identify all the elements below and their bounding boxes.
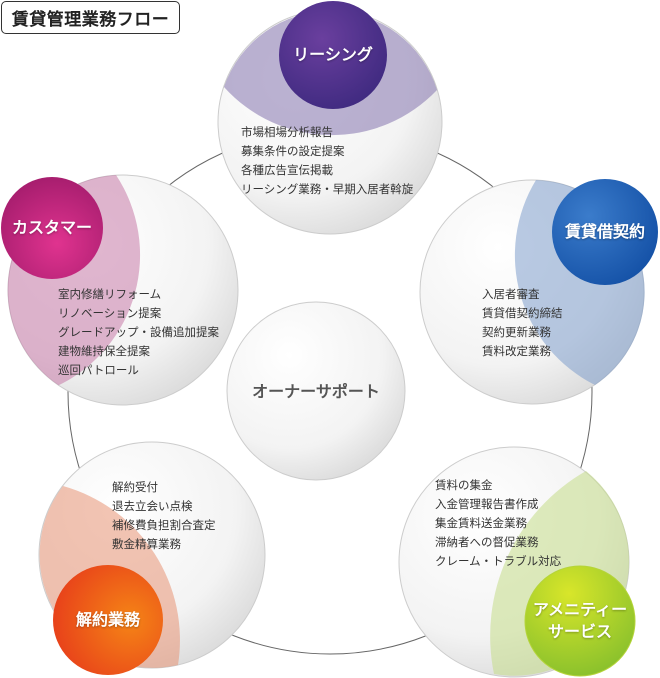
leasing-items: 市場相場分析報告 募集条件の設定提案 各種広告宣伝掲載 リーシング業務・早期入居… bbox=[241, 123, 413, 199]
contract-badge: 賃貸借契約 bbox=[564, 222, 645, 241]
center-circle bbox=[226, 301, 406, 481]
termination-circle bbox=[38, 441, 266, 675]
amenity-label-line2: サービス bbox=[547, 622, 612, 641]
list-item: リノベーション提案 bbox=[58, 306, 162, 320]
list-item: 集金賃料送金業務 bbox=[435, 516, 527, 530]
list-item: 募集条件の設定提案 bbox=[241, 144, 345, 158]
list-item: リーシング業務・早期入居者斡旋 bbox=[241, 182, 414, 196]
contract-circle bbox=[419, 179, 658, 405]
center-label: オーナーサポート bbox=[252, 382, 380, 401]
list-item: 退去立会い点検 bbox=[112, 499, 193, 513]
list-item: 賃料改定業務 bbox=[482, 344, 551, 358]
list-item: 巡回パトロール bbox=[58, 363, 139, 377]
customer-circle bbox=[1, 174, 239, 406]
list-item: 賃料の集金 bbox=[435, 478, 493, 492]
termination-badge: 解約業務 bbox=[75, 610, 140, 629]
customer-items: 室内修繕リフォーム リノベーション提案 グレードアップ・設備追加提案 建物維持保… bbox=[58, 285, 219, 380]
amenity-badge: アメニティー サービス bbox=[525, 596, 635, 646]
list-item: 室内修繕リフォーム bbox=[58, 287, 162, 301]
list-item: 入居者審査 bbox=[482, 287, 540, 301]
contract-items: 入居者審査 賃貸借契約締結 契約更新業務 賃料改定業務 bbox=[482, 285, 563, 361]
list-item: 建物維持保全提案 bbox=[58, 344, 150, 358]
list-item: 補修費負担割合査定 bbox=[112, 518, 216, 532]
amenity-circle bbox=[398, 446, 636, 678]
amenity-items: 賃料の集金 入金管理報告書作成 集金賃料送金業務 滞納者への督促業務 クレーム・… bbox=[435, 476, 561, 571]
list-item: 滞納者への督促業務 bbox=[435, 535, 539, 549]
list-item: 契約更新業務 bbox=[482, 325, 551, 339]
list-item: 各種広告宣伝掲載 bbox=[241, 163, 333, 177]
list-item: クレーム・トラブル対応 bbox=[435, 554, 562, 568]
list-item: 賃貸借契約締結 bbox=[482, 306, 563, 320]
list-item: 解約受付 bbox=[112, 480, 158, 494]
amenity-label-line1: アメニティー bbox=[532, 600, 628, 619]
list-item: グレードアップ・設備追加提案 bbox=[58, 325, 219, 339]
list-item: 市場相場分析報告 bbox=[241, 125, 333, 139]
leasing-badge: リーシング bbox=[293, 45, 373, 64]
leasing-circle bbox=[217, 1, 443, 235]
termination-items: 解約受付 退去立会い点検 補修費負担割合査定 敷金精算業務 bbox=[112, 478, 216, 554]
list-item: 入金管理報告書作成 bbox=[435, 497, 539, 511]
customer-badge: カスタマー bbox=[11, 218, 92, 237]
list-item: 敷金精算業務 bbox=[112, 537, 181, 551]
page-title: 賃貸管理業務フロー bbox=[1, 1, 180, 34]
